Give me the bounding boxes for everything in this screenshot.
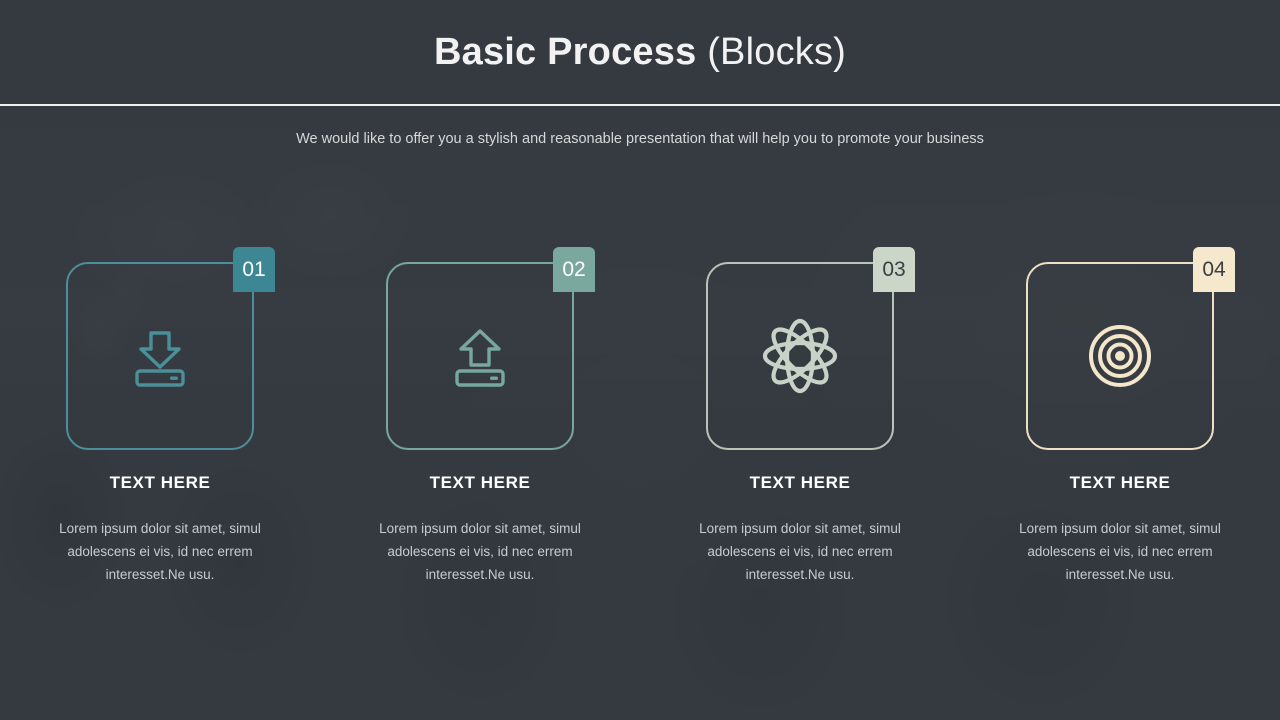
download-icon xyxy=(135,331,185,387)
block-body-4: Lorem ipsum dolor sit amet, simul adoles… xyxy=(1019,521,1221,582)
block-card-1[interactable] xyxy=(66,262,254,450)
block-card-wrapper-2: 02 xyxy=(386,247,595,450)
header-divider xyxy=(0,104,1280,106)
target-icon xyxy=(1089,325,1151,387)
atom-icon xyxy=(762,318,838,394)
block-card-wrapper-1: 01 xyxy=(66,247,275,450)
upload-icon xyxy=(455,329,505,387)
process-block-2[interactable]: 02 TEXT HERE Lorem ipsum dolor sit amet,… xyxy=(320,247,640,586)
process-block-4[interactable]: 04 TEXT HERE Lorem ipsum dolor sit amet,… xyxy=(960,247,1280,586)
page-title: Basic Process (Blocks) xyxy=(434,31,846,74)
block-card-wrapper-3: 03 xyxy=(706,247,915,450)
block-heading-3: TEXT HERE xyxy=(749,473,851,492)
block-number-badge-4: 04 xyxy=(1193,247,1235,292)
block-body-2: Lorem ipsum dolor sit amet, simul adoles… xyxy=(379,521,581,582)
block-card-3[interactable] xyxy=(706,262,894,450)
process-blocks-row: 01 TEXT HERE Lorem ipsum dolor sit amet,… xyxy=(0,247,1280,586)
block-card-wrapper-4: 04 xyxy=(1026,247,1235,450)
slide-header: Basic Process (Blocks) xyxy=(0,0,1280,105)
process-block-3[interactable]: 03 TEXT HERE Lorem ipsum dolor sit amet,… xyxy=(640,247,960,586)
block-heading-1: TEXT HERE xyxy=(109,473,211,492)
slide-subtitle: We would like to offer you a stylish and… xyxy=(296,131,984,147)
block-body-3: Lorem ipsum dolor sit amet, simul adoles… xyxy=(699,521,901,582)
block-heading-4: TEXT HERE xyxy=(1069,473,1171,492)
block-heading-2: TEXT HERE xyxy=(429,473,531,492)
page-title-strong: Basic Process xyxy=(433,31,697,73)
block-number-badge-2: 02 xyxy=(553,247,595,292)
block-number-badge-3: 03 xyxy=(873,247,915,292)
block-body-1: Lorem ipsum dolor sit amet, simul adoles… xyxy=(59,521,261,582)
page-title-light: (Blocks) xyxy=(707,31,847,73)
block-number-badge-1: 01 xyxy=(233,247,275,292)
process-block-1[interactable]: 01 TEXT HERE Lorem ipsum dolor sit amet,… xyxy=(0,247,320,586)
block-card-2[interactable] xyxy=(386,262,574,450)
block-card-4[interactable] xyxy=(1026,262,1214,450)
